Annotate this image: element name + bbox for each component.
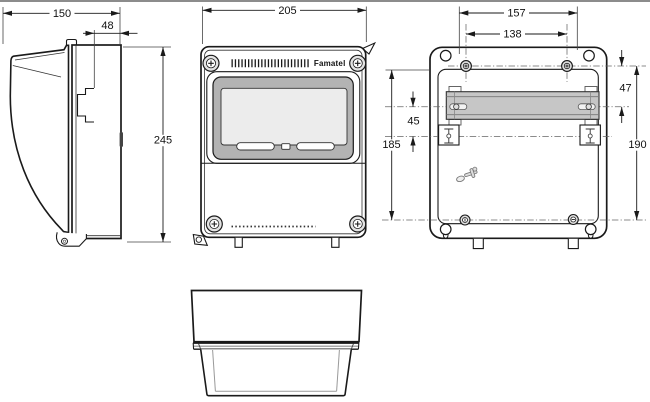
hinge-pin-icon — [61, 237, 68, 245]
side-lid-top-rim — [65, 38, 78, 45]
back-view: 157 138 47 45 185 — [379, 6, 650, 250]
wall-anchor-glyph-icon — [456, 166, 478, 183]
keyhole-slot-icon — [439, 223, 452, 239]
dim-back-right-height: 190 — [625, 66, 650, 220]
front-view: Famatel — [192, 4, 377, 248]
dim-label-45: 45 — [407, 116, 419, 128]
keyhole-slot-icon — [584, 223, 597, 239]
mount-tab-right — [567, 238, 579, 250]
dim-back-top-holes-span: 157 — [458, 6, 578, 54]
mount-tab-left — [234, 237, 243, 248]
dim-back-screws-span: 138 — [466, 28, 567, 41]
slotted-screw-icon — [567, 213, 579, 226]
window-latch — [281, 143, 291, 150]
dim-back-left-height: 185 — [379, 69, 430, 220]
bottom-inner-wall-right — [336, 349, 340, 392]
mount-tab-left — [472, 238, 484, 250]
corner-screws — [202, 54, 367, 233]
side-hinge-flap — [55, 232, 87, 247]
bottom-base-face — [199, 349, 353, 397]
dim-label-47: 47 — [619, 83, 631, 95]
din-rail-profile — [76, 87, 94, 123]
round-hole-icon — [583, 49, 595, 62]
dim-front-width: 205 — [202, 4, 367, 44]
dim-side-base-depth: 48 — [83, 20, 138, 88]
window-handle-left — [236, 142, 275, 151]
side-lid-thickness-line — [14, 52, 65, 61]
hinge-pin-icon — [195, 236, 202, 243]
rail-clip-icon — [438, 124, 460, 146]
dim-back-clip-offset: 45 — [407, 91, 420, 152]
side-lid-crease-line — [12, 65, 62, 78]
dim-label-245: 245 — [154, 135, 172, 147]
back-inner-panel — [437, 68, 599, 225]
side-base-body — [71, 44, 122, 240]
bottom-inner-wall-left — [212, 349, 216, 392]
dim-label-185: 185 — [382, 139, 400, 151]
dim-side-height: 245 — [123, 46, 176, 243]
dim-label-205: 205 — [278, 5, 296, 17]
slotted-screw-icon — [453, 103, 460, 110]
phillips-screw-icon — [349, 54, 367, 72]
phillips-screw-icon — [349, 215, 367, 233]
phillips-screw-icon — [460, 60, 472, 72]
bottom-band — [192, 341, 360, 350]
dim-label-157: 157 — [507, 8, 525, 20]
brand-label: Famatel — [314, 59, 346, 68]
dim-side-total-depth: 150 — [2, 7, 121, 44]
phillips-screw-icon — [205, 215, 223, 233]
din-rail — [445, 86, 600, 126]
slotted-screw-icon — [585, 103, 592, 110]
front-body-inner-line — [204, 49, 363, 235]
slotted-screw-icon — [459, 214, 471, 226]
mount-tab-right — [331, 237, 340, 248]
side-view: 150 48 245 — [2, 7, 176, 247]
side-wall-clip-icon — [119, 132, 123, 147]
hinge-pin-center — [62, 239, 66, 243]
phillips-screw-icon — [561, 60, 573, 72]
bottom-view — [190, 289, 363, 397]
side-lid-outline — [9, 44, 70, 234]
bottom-lid-face — [190, 289, 363, 343]
dim-label-150: 150 — [53, 8, 71, 20]
window-pane — [220, 87, 348, 146]
dim-label-138: 138 — [503, 29, 521, 41]
phillips-screw-icon — [202, 54, 220, 72]
dim-label-190: 190 — [628, 139, 646, 151]
rail-clip-icon — [579, 124, 601, 146]
window-handle-right — [296, 142, 335, 151]
dim-back-rail-offset: 47 — [619, 50, 632, 123]
dim-label-48: 48 — [101, 20, 113, 32]
round-hole-icon — [439, 49, 452, 62]
